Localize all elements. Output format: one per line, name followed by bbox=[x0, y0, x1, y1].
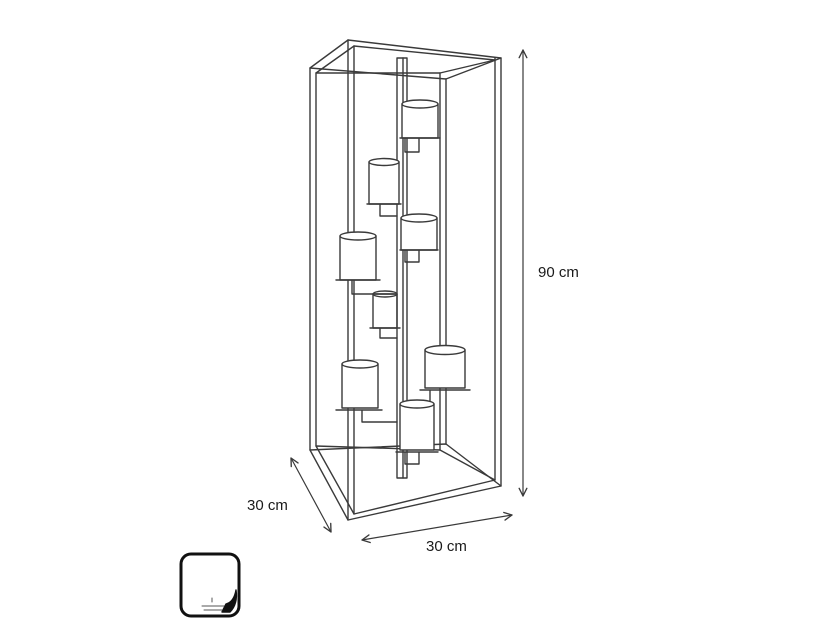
candle-6 bbox=[406, 344, 471, 403]
candle-3 bbox=[399, 213, 439, 263]
width-label: 30 cm bbox=[426, 538, 467, 555]
depth-arrow bbox=[290, 457, 332, 533]
candle-2 bbox=[366, 157, 402, 217]
candle-7 bbox=[335, 359, 398, 423]
hand-touch-icon bbox=[179, 552, 241, 618]
dimension-arrows bbox=[290, 49, 528, 544]
height-label: 90 cm bbox=[538, 264, 579, 281]
candle-8 bbox=[395, 399, 439, 465]
candle-5 bbox=[369, 290, 401, 339]
candle-4 bbox=[335, 231, 398, 295]
candles bbox=[335, 99, 471, 465]
candle-1 bbox=[399, 99, 441, 153]
width-arrow bbox=[361, 511, 513, 544]
depth-label: 30 cm bbox=[247, 497, 288, 514]
